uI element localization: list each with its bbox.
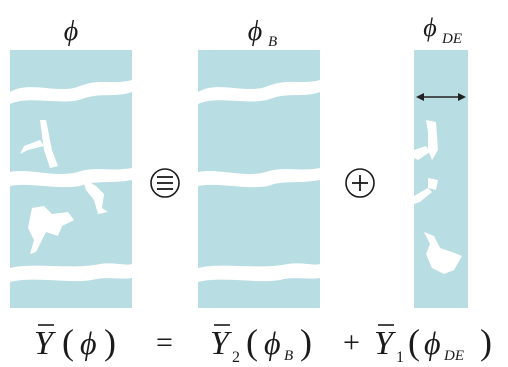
t2-phi: ϕ — [424, 325, 441, 361]
crack-bottom — [10, 263, 132, 282]
t1-y: Y — [210, 325, 232, 362]
lhs-y: Y — [34, 325, 56, 362]
plus-circle-icon — [345, 168, 375, 198]
lhs-phi: ϕ — [80, 325, 97, 361]
title-phi-b-sub: B — [268, 34, 277, 50]
t1-phi: ϕ — [264, 325, 281, 361]
crack-branch-1 — [40, 120, 58, 168]
t1-phi-sub: B — [284, 348, 293, 364]
crack-top-b — [198, 80, 320, 104]
crack-middle-b — [198, 168, 320, 188]
crack-branch-3 — [82, 178, 108, 214]
void-cluster — [28, 206, 74, 254]
t1-open-paren: ( — [246, 322, 258, 362]
crack-branch-2 — [20, 140, 44, 154]
title-phi: ϕ — [64, 16, 79, 47]
plus-sign: + — [343, 326, 360, 359]
lhs-open-paren: ( — [62, 322, 74, 362]
de-crack-3 — [428, 178, 438, 190]
t2-y: Y — [374, 325, 396, 362]
de-void — [424, 232, 462, 274]
de-crack-4 — [414, 188, 432, 204]
de-crack-1 — [426, 120, 438, 160]
equiv-circle-icon — [150, 168, 180, 198]
t1-close-paren: ) — [300, 322, 312, 362]
panel-phi-b — [198, 50, 320, 308]
panel-phi — [10, 50, 132, 308]
crack-top — [10, 80, 132, 104]
double-arrow-icon — [416, 93, 466, 101]
t1-sub: 2 — [232, 349, 240, 366]
t2-sub: 1 — [396, 349, 404, 366]
lhs-close-paren: ) — [104, 322, 116, 362]
title-phi-de-main: ϕ — [423, 13, 436, 42]
equals-sign: = — [156, 326, 173, 359]
t2-phi-sub: DE — [443, 348, 464, 364]
title-phi-de-sub: DE — [441, 31, 462, 47]
panel-phi-de — [414, 50, 468, 308]
panel-titles: ϕ ϕ B ϕ DE — [64, 13, 462, 50]
de-crack-2 — [414, 146, 430, 160]
t2-open-paren: ( — [408, 322, 420, 362]
title-phi-b-main: ϕ — [248, 16, 263, 47]
t2-close-paren: ) — [480, 322, 492, 362]
equation: Y ( ϕ ) = Y 2 ( ϕ B ) + Y 1 ( ϕ DE ) — [34, 322, 492, 366]
crack-bottom-b — [198, 263, 320, 282]
crack-middle — [10, 168, 132, 188]
